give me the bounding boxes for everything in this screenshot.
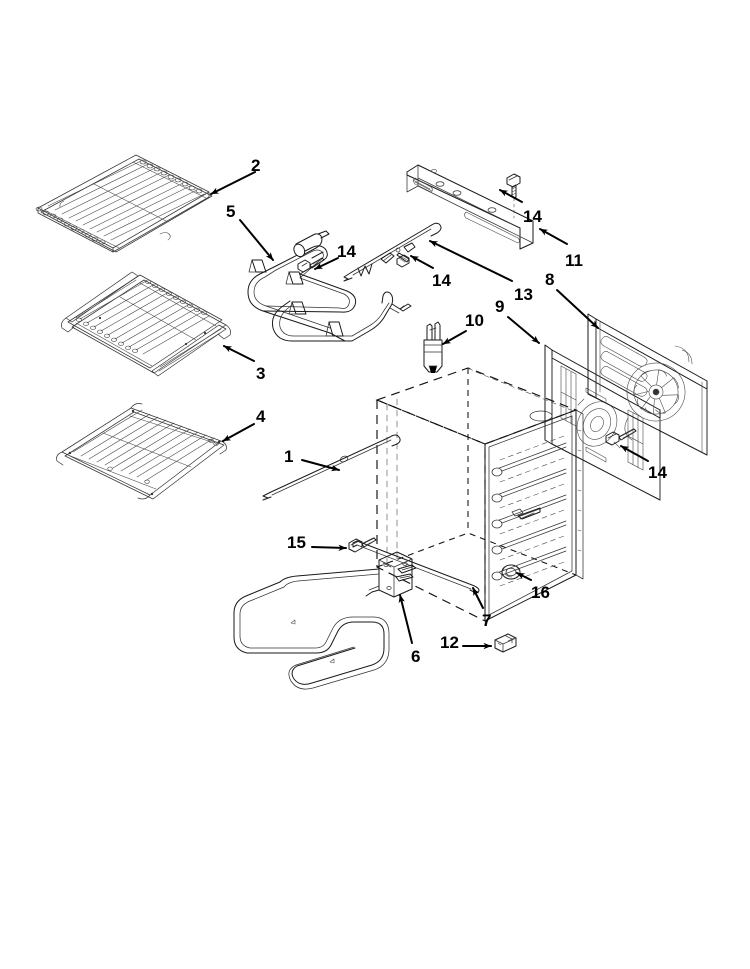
callout-label-15: 15: [287, 533, 306, 552]
part-temperature-probe-rod: [343, 222, 442, 282]
part-oven-rack-flat-lower: [56, 403, 227, 500]
callout-label-11: 11: [565, 251, 583, 270]
part-grommet: [501, 564, 521, 580]
part-broil-element: [247, 230, 412, 342]
part-screw-15: [348, 537, 377, 553]
callout-label-5: 5: [226, 202, 236, 221]
part-screw-14d: [605, 428, 637, 446]
callout-label-4: 4: [256, 407, 266, 426]
part-mounting-bracket-rail: [406, 164, 534, 250]
callout-label-9: 9: [495, 297, 505, 316]
callout-label-3: 3: [256, 364, 266, 383]
callout-label-14b: 14: [432, 271, 451, 290]
callout-label-10: 10: [465, 311, 484, 330]
callout-label-14c: 14: [523, 207, 542, 226]
callout-leaders: [210, 171, 649, 650]
callout-label-6: 6: [411, 647, 421, 666]
part-oven-rack-flat-upper: [35, 154, 213, 253]
part-wire-clip: [494, 633, 517, 653]
callout-label-14a: 14: [337, 242, 356, 261]
part-oven-light-socket: [423, 321, 443, 373]
callout-label-13: 13: [514, 285, 533, 304]
part-oven-cavity: [375, 367, 584, 622]
callout-label-16: 16: [531, 583, 550, 602]
part-oven-rack-roll-out: [61, 271, 231, 377]
callout-label-2: 2: [251, 156, 261, 175]
part-oven-cavity-support-rod: [352, 540, 480, 593]
part-screw-14b: [396, 242, 416, 268]
part-screw-14a: [297, 257, 325, 273]
callout-label-7: 7: [482, 611, 492, 630]
callout-label-14d: 14: [648, 463, 667, 482]
callout-label-1: 1: [284, 447, 294, 466]
callout-label-12: 12: [440, 633, 459, 652]
part-bake-element: [233, 551, 417, 690]
callout-label-8: 8: [545, 270, 555, 289]
part-rear-baffle-panel: [544, 344, 661, 501]
